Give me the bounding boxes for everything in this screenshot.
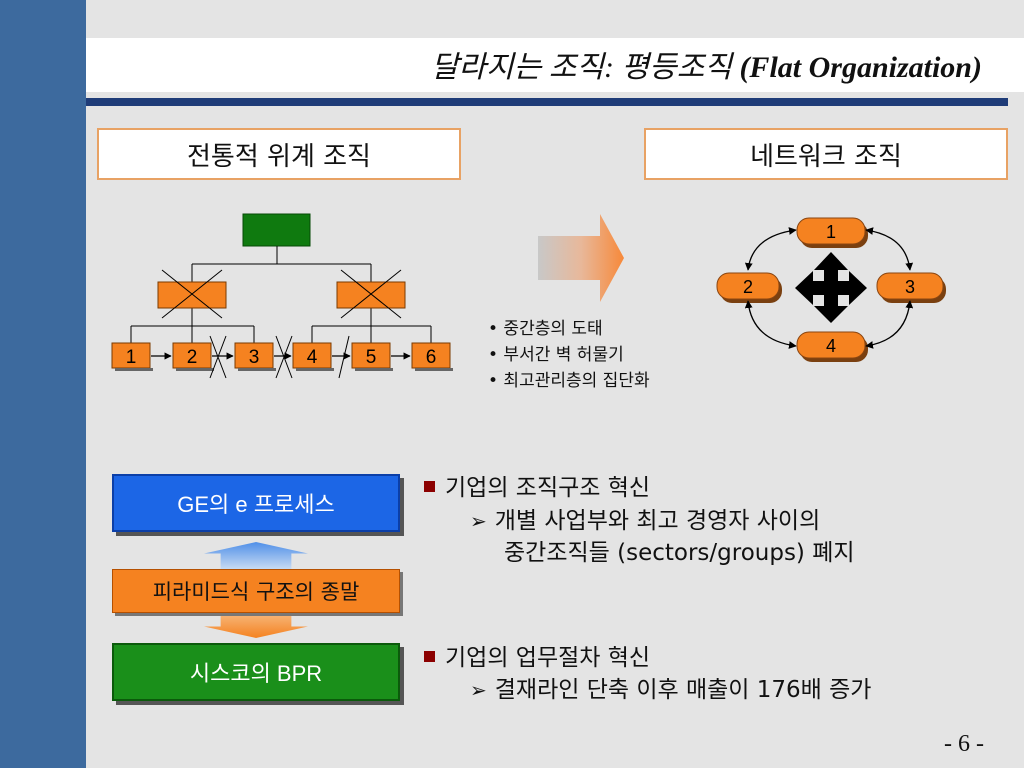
unit-box-3: 3 <box>234 342 276 371</box>
arrow-bullet-icon: ➢ <box>470 678 487 702</box>
unit-label: 3 <box>249 347 260 368</box>
hierarchy-top-node <box>242 213 311 247</box>
title-korean: 달라지는 조직: 평등조직 <box>430 51 740 84</box>
unit-label: 4 <box>307 347 318 368</box>
detail-line: 중간조직들 (sectors/groups) 폐지 <box>504 540 855 566</box>
cisco-bpr-box: 시스코의 BPR <box>112 643 400 701</box>
unit-label: 2 <box>187 347 198 368</box>
network-node-4: 4 <box>796 331 868 362</box>
unit-box-6: 6 <box>411 342 453 371</box>
unit-box-5: 5 <box>351 342 393 371</box>
section-detail-structure: ➢ 개별 사업부와 최고 경영자 사이의 중간조직들 (sectors/group… <box>470 505 855 569</box>
bullet-item: • 부서간 벽 허물기 <box>488 345 624 365</box>
four-way-arrow-icon <box>795 252 867 323</box>
network-node-2: 2 <box>716 272 782 303</box>
unit-box-2: 2 <box>172 342 214 371</box>
slide-sidebar <box>0 0 86 768</box>
bullet-item: • 중간층의 도태 <box>488 319 603 339</box>
detail-line: 결재라인 단축 이후 매출이 176배 증가 <box>494 677 872 703</box>
page-number: - 6 - <box>944 731 984 757</box>
square-bullet-icon <box>424 481 435 492</box>
title-english: (Flat Organization) <box>739 51 982 84</box>
square-bullet-icon <box>424 651 435 662</box>
title-bar <box>86 38 1024 92</box>
node-label: 4 <box>826 336 836 356</box>
network-links <box>744 227 914 349</box>
section-heading-process: 기업의 업무절차 혁신 <box>424 638 650 672</box>
traditional-org-label: 전통적 위계 조직 <box>97 128 461 180</box>
network-org-label: 네트워크 조직 <box>644 128 1008 180</box>
network-benefits-list: • 중간층의 도태 • 부서간 벽 허물기 • 최고관리층의 집단화 <box>488 316 650 394</box>
bullet-item: • 최고관리층의 집단화 <box>488 371 650 391</box>
slide-title: 달라지는 조직: 평등조직 (Flat Organization) <box>431 42 982 86</box>
unit-label: 5 <box>366 347 377 368</box>
node-label: 1 <box>826 222 836 242</box>
detail-line: 개별 사업부와 최고 경영자 사이의 <box>494 508 821 534</box>
section-detail-process: ➢ 결재라인 단축 이후 매출이 176배 증가 <box>470 674 871 706</box>
middle-manager-left <box>157 269 227 319</box>
node-label: 3 <box>905 277 915 297</box>
network-node-3: 3 <box>876 272 946 303</box>
pyramid-end-box: 피라미드식 구조의 종말 <box>112 569 400 613</box>
transition-arrow <box>538 214 624 302</box>
unit-box-4: 4 <box>292 342 334 371</box>
unit-label: 1 <box>126 347 137 368</box>
section-heading-structure: 기업의 조직구조 혁신 <box>424 468 650 502</box>
title-rule <box>86 98 1008 106</box>
unit-label: 6 <box>426 347 437 368</box>
hierarchy-connectors <box>130 246 432 343</box>
unit-box-1: 1 <box>111 342 153 371</box>
arrow-bullet-icon: ➢ <box>470 509 487 533</box>
network-node-1: 1 <box>796 217 868 248</box>
node-label: 2 <box>743 277 753 297</box>
middle-manager-right <box>336 269 406 319</box>
department-walls <box>209 335 350 379</box>
ge-eprocess-box: GE의 e 프로세스 <box>112 474 400 532</box>
